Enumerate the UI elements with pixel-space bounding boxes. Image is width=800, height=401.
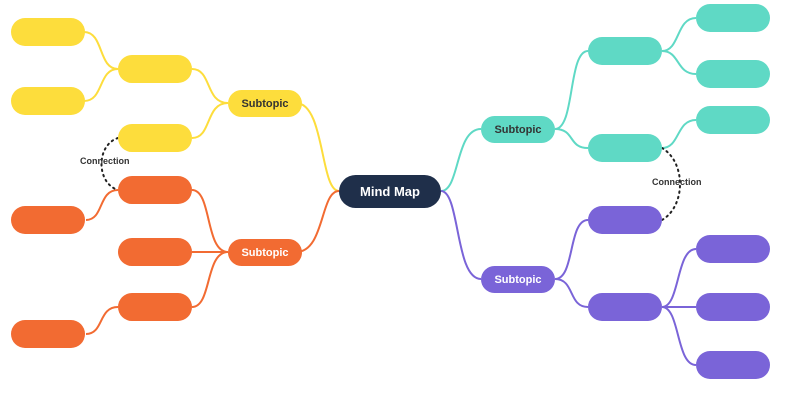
teal-leaf[interactable] [696, 4, 770, 32]
link-orange-top-leaf [85, 189, 119, 221]
teal-leaf[interactable] [588, 37, 662, 65]
teal-leaf[interactable] [696, 60, 770, 88]
subtopic-purple[interactable]: Subtopic [481, 266, 555, 293]
subtopic-yellow[interactable]: Subtopic [228, 90, 302, 117]
orange-leaf[interactable] [118, 176, 192, 204]
orange-leaf[interactable] [118, 238, 192, 266]
purple-leaf[interactable] [588, 293, 662, 321]
connection-label-left: Connection [80, 156, 130, 166]
orange-leaf[interactable] [11, 206, 85, 234]
link-center-purple [440, 190, 482, 280]
purple-leaf[interactable] [696, 235, 770, 263]
orange-leaf[interactable] [118, 293, 192, 321]
link-yellow-sub-bottom [191, 102, 229, 139]
link-purple-bottom-leaf1 [661, 248, 697, 308]
link-center-teal [440, 128, 482, 192]
link-purple-sub-bottom [554, 278, 589, 308]
link-teal-bottom-leaf [661, 119, 697, 149]
subtopic-teal[interactable]: Subtopic [481, 116, 555, 143]
link-orange-bottom-leaf [85, 306, 119, 335]
link-teal-top-leaf1 [661, 17, 697, 52]
link-center-orange [295, 190, 340, 253]
yellow-leaf[interactable] [118, 55, 192, 83]
orange-leaf[interactable] [11, 320, 85, 348]
link-yellow-top-leaf1 [83, 31, 119, 70]
link-orange-sub-bottom [191, 251, 229, 308]
link-purple-sub-top [554, 219, 589, 280]
connection-label-right: Connection [652, 177, 702, 187]
yellow-leaf[interactable] [11, 87, 85, 115]
teal-leaf[interactable] [696, 106, 770, 134]
link-teal-sub-top [554, 50, 589, 130]
center-node[interactable]: Mind Map [339, 175, 441, 208]
link-teal-sub-bottom [554, 128, 589, 149]
purple-leaf[interactable] [696, 293, 770, 321]
yellow-leaf[interactable] [11, 18, 85, 46]
yellow-leaf[interactable] [118, 124, 192, 152]
link-teal-top-leaf2 [661, 50, 697, 75]
purple-leaf[interactable] [588, 206, 662, 234]
purple-leaf[interactable] [696, 351, 770, 379]
dotted-connection-left [100, 137, 119, 191]
link-yellow-top-leaf2 [83, 68, 119, 102]
subtopic-orange[interactable]: Subtopic [228, 239, 302, 266]
teal-leaf[interactable] [588, 134, 662, 162]
link-purple-bottom-leaf3 [661, 306, 697, 366]
link-center-yellow [295, 102, 340, 192]
link-yellow-sub-top [191, 68, 229, 104]
link-orange-sub-top [191, 189, 229, 253]
